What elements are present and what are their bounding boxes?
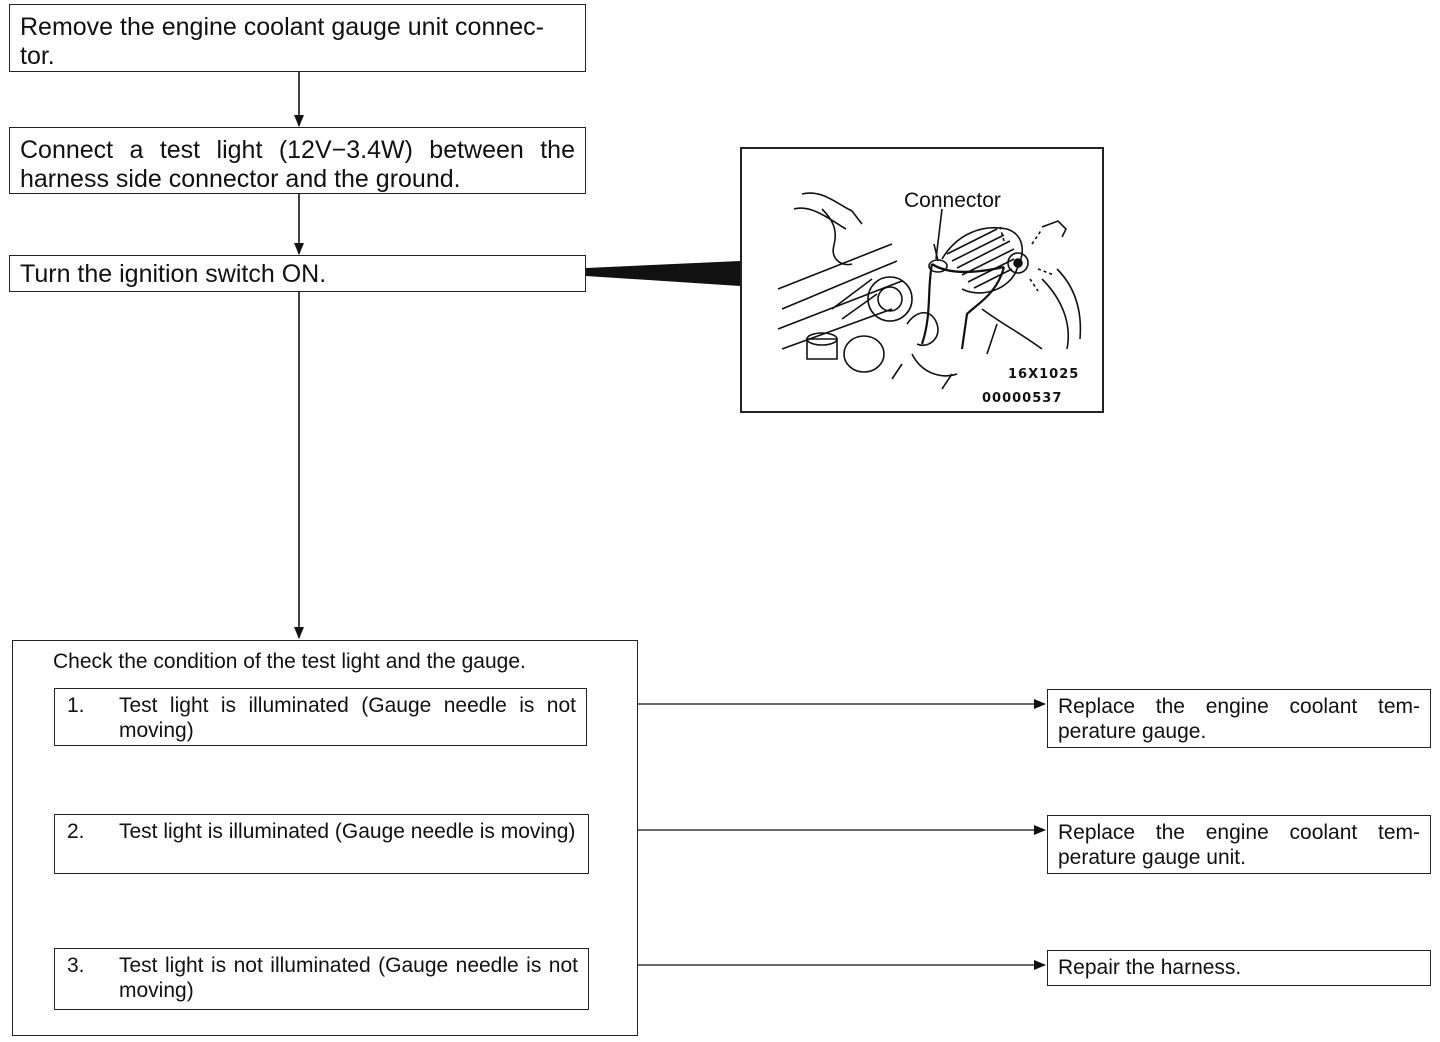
step-remove-connector-text: Remove the engine coolant gauge unit con… — [20, 13, 544, 70]
condition-3-text: Test light is not illuminated (Gauge nee… — [119, 954, 578, 1002]
result-replace-gauge: Replace the engine coolant tem-perature … — [1047, 689, 1431, 748]
condition-2: 2. Test light is illuminated (Gauge need… — [54, 814, 589, 874]
step-ignition-on: Turn the ignition switch ON. — [9, 255, 586, 292]
figure-id: 00000537 — [982, 391, 1063, 406]
step-connect-test-light-text: Connect a test light (12V−3.4W) between … — [20, 136, 575, 193]
condition-1-text: Test light is illuminated (Gauge needle … — [119, 694, 576, 742]
connector-illustration: Connector 16X1025 00000537 — [740, 147, 1104, 413]
step-connect-test-light: Connect a test light (12V−3.4W) between … — [9, 127, 586, 194]
condition-3-number: 3. — [67, 954, 85, 977]
check-condition-block: Check the condition of the test light an… — [12, 640, 638, 1036]
result-replace-gauge-text: Replace the engine coolant tem-perature … — [1058, 695, 1420, 743]
result-replace-gauge-unit-text: Replace the engine coolant tem-perature … — [1058, 821, 1420, 869]
condition-1: 1. Test light is illuminated (Gauge need… — [54, 688, 587, 746]
result-repair-harness-text: Repair the harness. — [1058, 956, 1242, 979]
condition-1-number: 1. — [67, 694, 85, 717]
condition-2-text: Test light is illuminated (Gauge needle … — [119, 820, 576, 843]
result-repair-harness: Repair the harness. — [1047, 950, 1431, 986]
condition-2-number: 2. — [67, 820, 85, 843]
check-condition-title: Check the condition of the test light an… — [53, 650, 526, 673]
figure-code: 16X1025 — [1008, 367, 1080, 382]
engine-bay-drawing — [777, 192, 1082, 390]
condition-3: 3. Test light is not illuminated (Gauge … — [54, 948, 589, 1010]
result-replace-gauge-unit: Replace the engine coolant tem-perature … — [1047, 815, 1431, 874]
connector-label: Connector — [904, 189, 1001, 212]
step-ignition-on-text: Turn the ignition switch ON. — [20, 260, 327, 288]
callout-pointer — [586, 261, 740, 286]
step-remove-connector: Remove the engine coolant gauge unit con… — [9, 4, 586, 72]
